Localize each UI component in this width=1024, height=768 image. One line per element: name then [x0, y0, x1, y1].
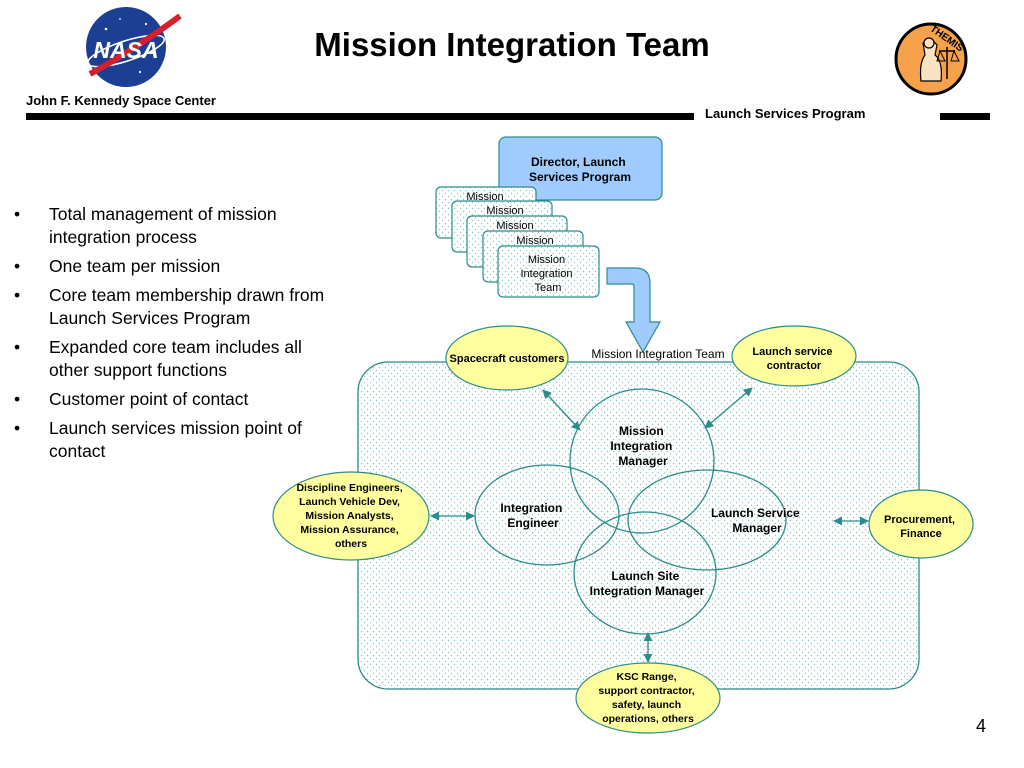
mission-card-front-label: Mission Integration Team	[520, 254, 575, 294]
bullet-item: • Expanded core team includes all other s…	[14, 336, 344, 382]
ksc-range-oval	[575, 662, 721, 734]
bullet-item: • Core team membership drawn from Launch …	[14, 284, 344, 330]
team-container	[357, 361, 920, 690]
launch-site-integration-manager-label: Launch Site Integration Manager	[590, 569, 705, 598]
integration-engineer-label: Integration Engineer	[500, 501, 565, 530]
nasa-logo: NASA	[86, 7, 182, 87]
mission-card-label: Mission	[466, 191, 503, 203]
bullet-text: Core team membership drawn from Launch S…	[49, 285, 325, 328]
header-rule-left	[26, 113, 694, 120]
bullet-item: • Launch services mission point of contac…	[14, 417, 344, 463]
bullet-text: One team per mission	[49, 256, 221, 276]
header-rule-right	[940, 113, 990, 120]
program-name: Launch Services Program	[705, 106, 866, 121]
mission-card-label: Mission	[516, 235, 553, 247]
bullet-text: Expanded core team includes all other su…	[49, 337, 302, 380]
spacecraft-customers-oval	[445, 325, 569, 391]
bullet-dot: •	[14, 256, 21, 276]
procurement-oval	[868, 489, 974, 559]
bullet-text: Customer point of contact	[49, 389, 249, 409]
down-arrow	[606, 267, 662, 354]
center-name: John F. Kennedy Space Center	[26, 93, 216, 108]
ksc-range-label: KSC Range, support contractor, safety, l…	[598, 671, 697, 725]
venn-circle-lsm	[627, 469, 787, 571]
bullet-text: Total management of mission integration …	[49, 204, 277, 247]
venn-circle-mim	[569, 388, 715, 534]
bullet-item: • One team per mission	[14, 255, 344, 278]
procurement-label: Procurement, Finance	[884, 514, 958, 540]
bullet-item: • Customer point of contact	[14, 388, 344, 411]
launch-service-contractor-oval	[731, 325, 857, 387]
director-box	[498, 136, 663, 201]
link-arrow-contractor	[704, 387, 753, 429]
launch-service-contractor-label: Launch service contractor	[752, 346, 835, 372]
bullet-dot: •	[14, 389, 21, 409]
nasa-logo-text: NASA	[93, 37, 158, 63]
bullet-dot: •	[14, 285, 21, 305]
bullet-item: • Total management of mission integration…	[14, 203, 344, 249]
mission-integration-manager-label: Mission Integration Manager	[610, 424, 675, 468]
page-number: 4	[976, 716, 987, 736]
bullet-dot: •	[14, 337, 21, 357]
bullet-dot: •	[14, 204, 21, 224]
bullet-list: • Total management of mission integration…	[14, 203, 344, 469]
discipline-engineers-label: Discipline Engineers, Launch Vehicle Dev…	[296, 482, 405, 550]
link-arrow-spacecraft	[542, 389, 581, 431]
director-label: Director, Launch Services Program	[529, 155, 631, 184]
mission-card-label: Mission	[486, 205, 523, 217]
mission-card-label: Mission	[496, 220, 533, 232]
discipline-engineers-oval	[272, 471, 430, 561]
bullet-dot: •	[14, 418, 21, 438]
team-container-label: Mission Integration Team	[591, 347, 724, 361]
themis-logo: THEMIS	[894, 22, 968, 96]
launch-service-manager-label: Launch Service Manager	[711, 506, 803, 535]
spacecraft-customers-label: Spacecraft customers	[450, 353, 565, 365]
mission-card-front	[497, 245, 600, 298]
bullet-text: Launch services mission point of contact	[49, 418, 302, 461]
page-title: Mission Integration Team	[314, 26, 710, 63]
venn-circle-ie	[474, 464, 620, 566]
